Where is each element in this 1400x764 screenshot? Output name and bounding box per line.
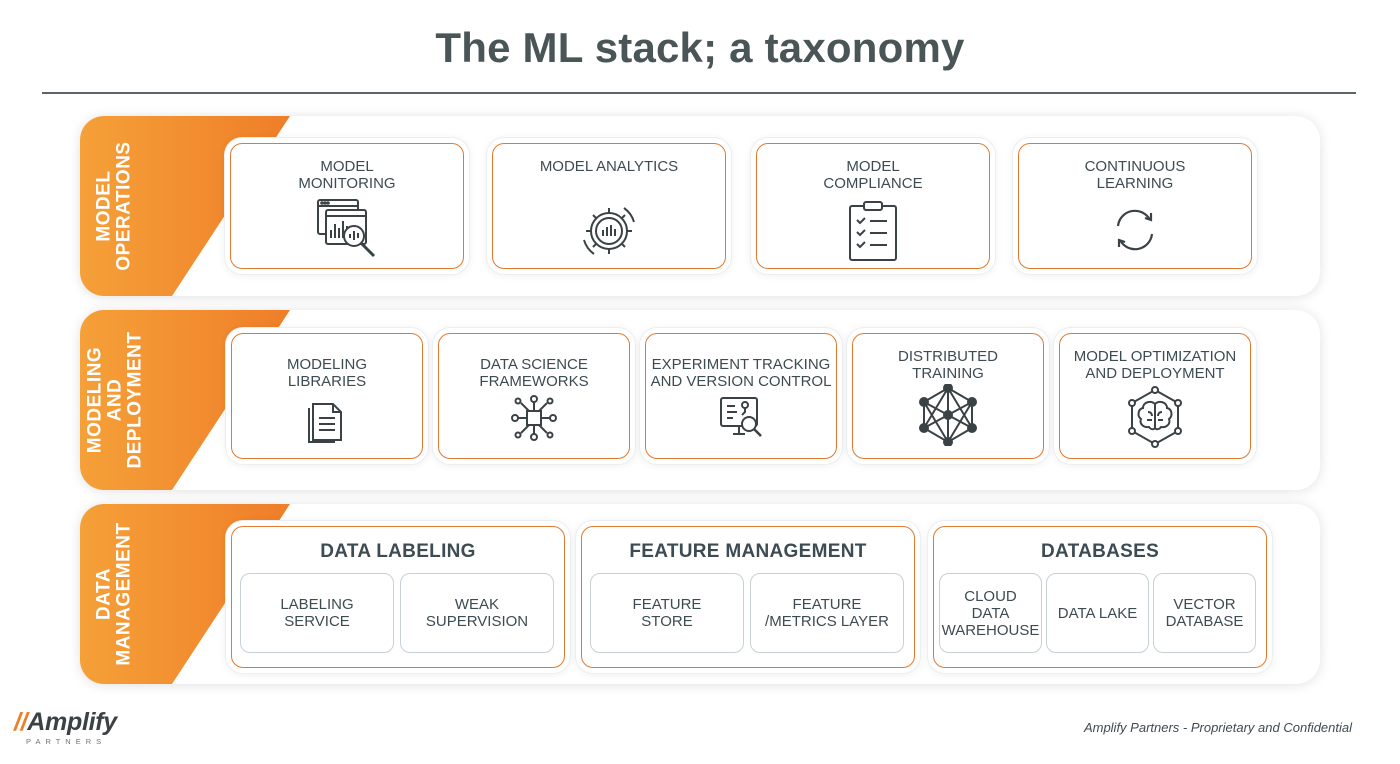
group-databases: DATABASES CLOUD DATA WAREHOUSE DATA LAKE… xyxy=(933,526,1267,668)
logo-subtitle: PARTNERS xyxy=(26,737,107,746)
group-title: FEATURE MANAGEMENT xyxy=(629,541,867,562)
card-model-monitoring: MODEL MONITORING xyxy=(230,143,464,269)
sub-item: DATA LAKE xyxy=(1046,573,1149,653)
sub-item: LABELING SERVICE xyxy=(240,573,394,653)
amplify-logo: //Amplify PARTNERS xyxy=(14,708,117,746)
refresh-cycle-icon xyxy=(1116,209,1154,251)
group-title: DATA LABELING xyxy=(320,541,476,562)
card-label: EXPERIMENT TRACKING AND VERSION CONTROL xyxy=(650,356,832,390)
card-label: CONTINUOUS LEARNING xyxy=(1084,158,1186,192)
card-modeling-libraries: MODELING LIBRARIES xyxy=(231,333,423,459)
network-mesh-icon xyxy=(919,384,977,446)
card-model-optimization: MODEL OPTIMIZATION AND DEPLOYMENT xyxy=(1059,333,1251,459)
sub-item: WEAK SUPERVISION xyxy=(400,573,554,653)
clipboard-checklist-icon xyxy=(849,201,897,261)
sub-item: FEATURE STORE xyxy=(590,573,744,653)
band-label: DATA MANAGEMENT xyxy=(94,522,135,666)
card-label: MODEL COMPLIANCE xyxy=(823,158,923,192)
circuit-network-icon xyxy=(511,395,557,441)
logo-slashes: // xyxy=(14,708,28,736)
sub-item: FEATURE /METRICS LAYER xyxy=(750,573,904,653)
monitor-search-icon xyxy=(720,397,762,437)
band-label: MODEL OPERATIONS xyxy=(94,141,135,271)
logo-word: Amplify xyxy=(27,708,117,736)
card-label: MODEL OPTIMIZATION AND DEPLOYMENT xyxy=(1073,348,1237,382)
confidentiality-footer: Amplify Partners - Proprietary and Confi… xyxy=(1083,720,1352,735)
title-divider xyxy=(42,92,1356,94)
card-label: DISTRIBUTED TRAINING xyxy=(897,348,998,382)
group-data-labeling: DATA LABELING LABELING SERVICE WEAK SUPE… xyxy=(231,526,565,668)
group-feature-management: FEATURE MANAGEMENT FEATURE STORE FEATURE… xyxy=(581,526,915,668)
card-label: DATA SCIENCE FRAMEWORKS xyxy=(479,356,589,390)
card-label: MODELING LIBRARIES xyxy=(286,356,367,390)
documents-stack-icon xyxy=(308,403,342,443)
card-label: MODEL ANALYTICS xyxy=(539,158,679,175)
page-title: The ML stack; a taxonomy xyxy=(435,24,965,71)
card-distributed-training: DISTRIBUTED TRAINING xyxy=(852,333,1044,459)
sub-item: CLOUD DATA WAREHOUSE xyxy=(939,573,1042,653)
card-continuous-learning: CONTINUOUS LEARNING xyxy=(1018,143,1252,269)
card-label: MODEL MONITORING xyxy=(298,158,396,192)
card-model-compliance: MODEL COMPLIANCE xyxy=(756,143,990,269)
brain-network-icon xyxy=(1128,386,1182,448)
group-title: DATABASES xyxy=(1040,541,1160,562)
card-experiment-tracking: EXPERIMENT TRACKING AND VERSION CONTROL xyxy=(645,333,837,459)
analytics-gear-icon xyxy=(583,207,635,255)
band-label: MODELING AND DEPLOYMENT xyxy=(84,331,146,469)
card-data-science-frameworks: DATA SCIENCE FRAMEWORKS xyxy=(438,333,630,459)
monitoring-dashboard-icon xyxy=(317,199,376,258)
sub-item: VECTOR DATABASE xyxy=(1153,573,1256,653)
card-model-analytics: MODEL ANALYTICS xyxy=(492,143,726,269)
